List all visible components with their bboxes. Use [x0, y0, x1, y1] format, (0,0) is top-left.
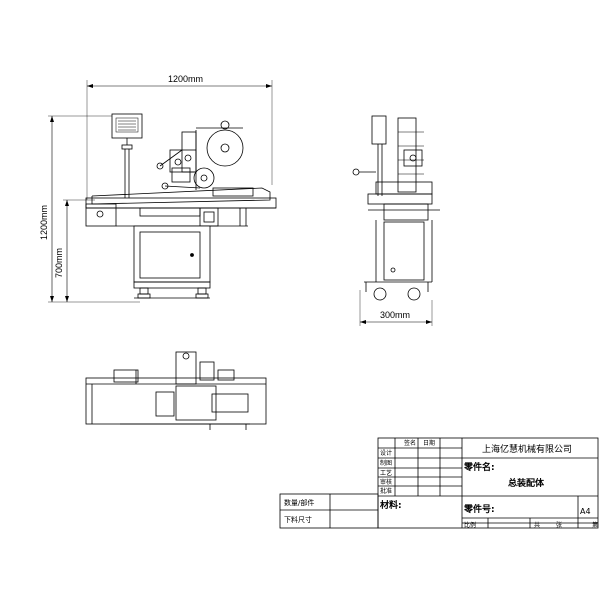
row-design: 设计 [380, 449, 392, 457]
title-block: 签名 日期 设计 制图 工艺 审核 批准 上海亿慧机械有限公司 零件名: 总装配… [279, 437, 599, 529]
material-label: 材料: [379, 499, 402, 511]
date-header: 日期 [423, 439, 435, 447]
page-label: 第 [592, 521, 598, 529]
side-width-dimension: 300mm [380, 310, 410, 320]
sign-header: 签名 [404, 439, 416, 447]
table-height-dimension: 700mm [54, 248, 64, 278]
scale-label: 比例 [464, 521, 476, 529]
sheet-size: A4 [580, 507, 591, 516]
width-dimension: 1200mm [168, 74, 203, 84]
front-view: 1200mm 1200mm 700mm [39, 74, 277, 303]
part-name-value: 总装配体 [508, 477, 545, 489]
sheets-label: 共 [534, 521, 540, 529]
part-name-label: 零件名: [463, 461, 495, 473]
company-name: 上海亿慧机械有限公司 [482, 443, 572, 455]
top-view [85, 351, 267, 430]
height-dimension: 1200mm [39, 205, 49, 240]
row-review: 审核 [380, 478, 392, 486]
row-drawing: 制图 [380, 459, 392, 467]
part-number-label: 零件号: [463, 503, 495, 515]
qty-label: 数量/部件 [284, 498, 314, 507]
row-approve: 批准 [380, 487, 392, 495]
cut-size-label: 下料尺寸 [284, 515, 312, 524]
row-process: 工艺 [380, 469, 392, 477]
side-view: 300mm [352, 115, 440, 326]
sheet-label: 张 [556, 521, 562, 529]
